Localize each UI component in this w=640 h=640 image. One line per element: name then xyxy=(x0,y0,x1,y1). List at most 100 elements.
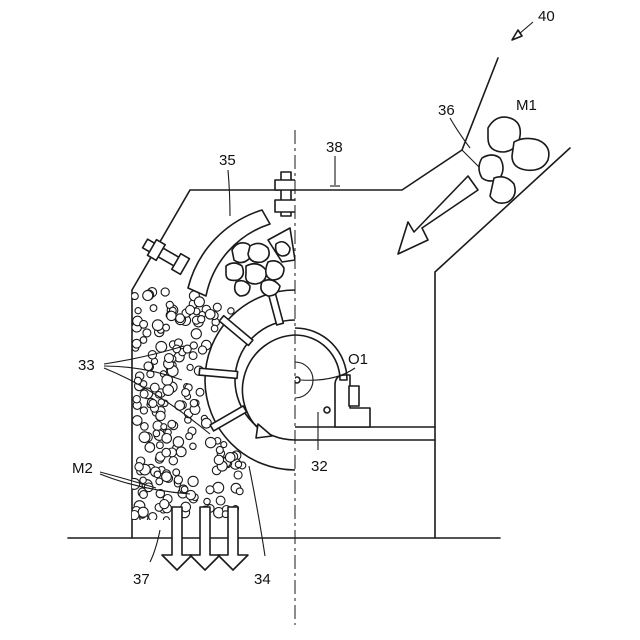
label-m2: M2 xyxy=(72,461,93,476)
particle xyxy=(133,396,140,403)
label-38: 38 xyxy=(326,140,343,155)
particle xyxy=(186,305,195,314)
label-37: 37 xyxy=(133,572,150,587)
particle xyxy=(216,496,225,505)
particle xyxy=(140,320,148,328)
label-35: 35 xyxy=(219,153,236,168)
particle xyxy=(205,310,215,320)
label-m1: M1 xyxy=(516,98,537,113)
particle xyxy=(202,418,212,428)
particle xyxy=(165,354,174,363)
particle xyxy=(145,443,155,453)
particle xyxy=(139,432,150,443)
particle xyxy=(225,453,235,463)
particle xyxy=(211,325,218,332)
particle xyxy=(141,423,149,431)
particle xyxy=(163,324,170,331)
particle xyxy=(196,388,204,396)
particle xyxy=(189,352,197,360)
particle xyxy=(154,471,161,478)
label-34: 34 xyxy=(254,572,271,587)
particle xyxy=(149,513,157,521)
particle xyxy=(163,517,169,523)
feed-arrow xyxy=(398,176,478,254)
particle xyxy=(206,486,214,494)
particle xyxy=(152,320,163,331)
particle xyxy=(130,510,139,519)
rotor-32 xyxy=(199,286,385,470)
particle xyxy=(143,329,151,337)
bolt-left xyxy=(141,236,190,275)
particle xyxy=(213,482,224,493)
particle xyxy=(140,491,148,499)
particle xyxy=(186,433,193,440)
particle xyxy=(161,288,169,296)
label-40: 40 xyxy=(538,9,555,24)
particle xyxy=(140,390,148,398)
particle xyxy=(204,498,210,504)
particle xyxy=(153,430,160,437)
label-32: 32 xyxy=(311,459,328,474)
particle xyxy=(214,455,223,464)
particle xyxy=(162,448,171,457)
particle xyxy=(173,437,183,447)
particle xyxy=(150,305,157,312)
particle xyxy=(131,293,138,300)
particle xyxy=(168,420,176,428)
particle xyxy=(156,411,165,420)
particle xyxy=(181,486,188,493)
particle xyxy=(234,471,242,479)
particle xyxy=(235,461,241,467)
particle xyxy=(150,383,159,392)
particle xyxy=(162,434,172,444)
particle xyxy=(228,308,234,314)
particle xyxy=(213,303,221,311)
particle xyxy=(144,362,153,371)
particle xyxy=(163,385,174,396)
particle xyxy=(135,463,143,471)
bolt-top xyxy=(275,172,297,216)
particle xyxy=(173,469,180,476)
particle xyxy=(132,416,142,426)
particle xyxy=(160,500,169,509)
particle xyxy=(149,399,157,407)
particle xyxy=(132,339,141,348)
particle xyxy=(198,316,205,323)
particle xyxy=(169,457,177,465)
particle xyxy=(157,442,164,449)
particle xyxy=(190,400,197,407)
stones-upper xyxy=(226,242,290,296)
particle xyxy=(190,342,197,349)
particle xyxy=(187,364,193,370)
particle xyxy=(143,291,153,301)
particle xyxy=(176,314,185,323)
particle xyxy=(198,346,206,354)
material-m1 xyxy=(479,117,549,203)
particle xyxy=(135,308,141,314)
frame xyxy=(295,375,435,440)
particle xyxy=(206,437,216,447)
discharge-arrows xyxy=(162,507,248,570)
particle xyxy=(191,329,201,339)
particle xyxy=(140,407,147,414)
particle xyxy=(188,476,198,486)
particle xyxy=(167,311,176,320)
label-o1: O1 xyxy=(348,352,368,367)
label-36: 36 xyxy=(438,103,455,118)
particle xyxy=(176,447,186,457)
particle xyxy=(221,442,227,448)
particle xyxy=(174,476,182,484)
particle xyxy=(236,488,243,495)
particle xyxy=(182,389,190,397)
label-33: 33 xyxy=(78,358,95,373)
particle xyxy=(162,472,172,482)
particle xyxy=(140,477,146,483)
particle xyxy=(161,424,167,430)
particle xyxy=(190,443,196,449)
particle xyxy=(194,297,204,307)
particle xyxy=(138,507,148,517)
particle xyxy=(156,341,167,352)
housing-right-wall xyxy=(435,148,570,538)
